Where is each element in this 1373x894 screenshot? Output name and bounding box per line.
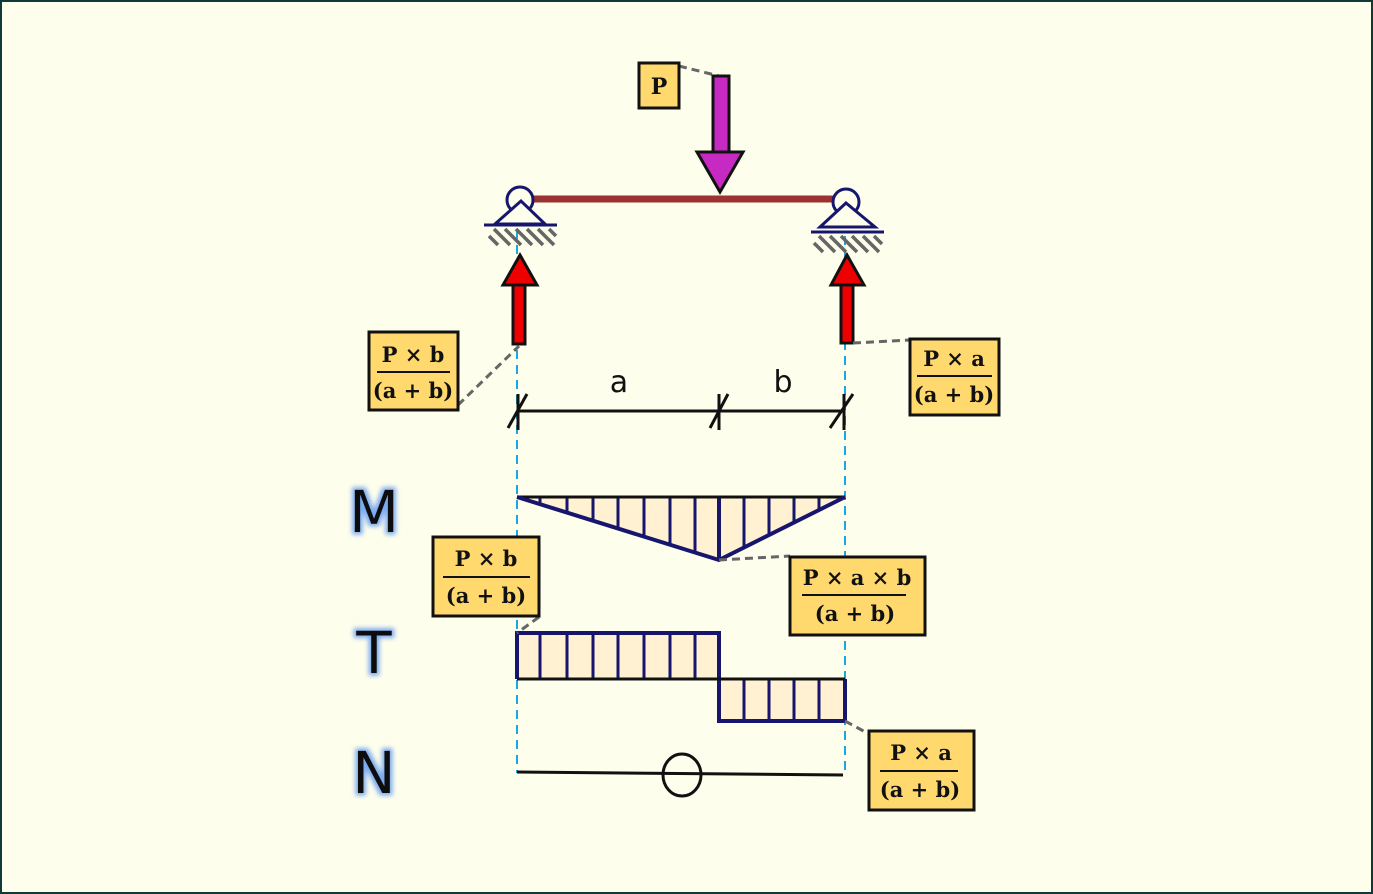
shear-hatching	[538, 633, 821, 721]
span-label-b: b	[773, 365, 792, 400]
zero-symbol-icon	[661, 752, 703, 798]
normal-diagram-label: N	[352, 739, 395, 807]
load-label-box: P	[637, 61, 720, 110]
right-reaction-leader-line	[852, 338, 911, 345]
left-pin-support-icon	[484, 185, 558, 247]
normal-baseline	[516, 770, 844, 777]
span-label-a: a	[610, 365, 628, 400]
left-reaction-leader-line	[456, 344, 521, 407]
right-reaction-numerator: P × a	[923, 346, 985, 371]
moment-hatching	[538, 497, 821, 560]
shear-right-label: P × a (a + b)	[844, 719, 976, 812]
shear-right-numerator: P × a	[890, 740, 952, 765]
dimension-line	[506, 393, 855, 430]
shear-left-denominator: (a + b)	[446, 583, 526, 608]
moment-max-label: P × a × b (a + b)	[718, 554, 927, 637]
left-ground-hatch	[487, 227, 558, 247]
moment-diagram	[516, 495, 846, 563]
moment-max-numerator: P × a × b	[803, 565, 912, 590]
right-roller-support-icon	[811, 187, 884, 254]
shear-diagram-label: T	[355, 619, 392, 687]
shear-left-numerator: P × b	[455, 546, 518, 571]
moment-leader-line	[718, 554, 791, 562]
right-ground-hatch	[812, 234, 884, 254]
left-reaction-numerator: P × b	[382, 342, 445, 367]
load-box	[637, 61, 681, 110]
shear-right-denominator: (a + b)	[880, 777, 960, 802]
moment-diagram-label: M	[349, 478, 399, 546]
shear-left-leader-line	[516, 615, 540, 635]
left-reaction-label: P × b (a + b)	[367, 330, 521, 412]
load-leader-line	[678, 64, 720, 78]
load-label: P	[651, 74, 668, 100]
right-reaction-denominator: (a + b)	[914, 382, 994, 407]
shear-outline	[515, 631, 847, 723]
shear-left-label: P × b (a + b)	[431, 535, 541, 635]
shear-diagram	[515, 631, 847, 723]
right-reaction-arrow-icon	[828, 251, 867, 345]
normal-diagram	[516, 752, 844, 798]
left-reaction-denominator: (a + b)	[373, 378, 453, 403]
load-arrow-icon	[694, 74, 746, 196]
shear-right-leader-line	[844, 719, 870, 736]
left-reaction-arrow-icon	[500, 251, 540, 346]
right-reaction-label: P × a (a + b)	[852, 337, 1001, 417]
moment-max-denominator: (a + b)	[815, 601, 895, 626]
